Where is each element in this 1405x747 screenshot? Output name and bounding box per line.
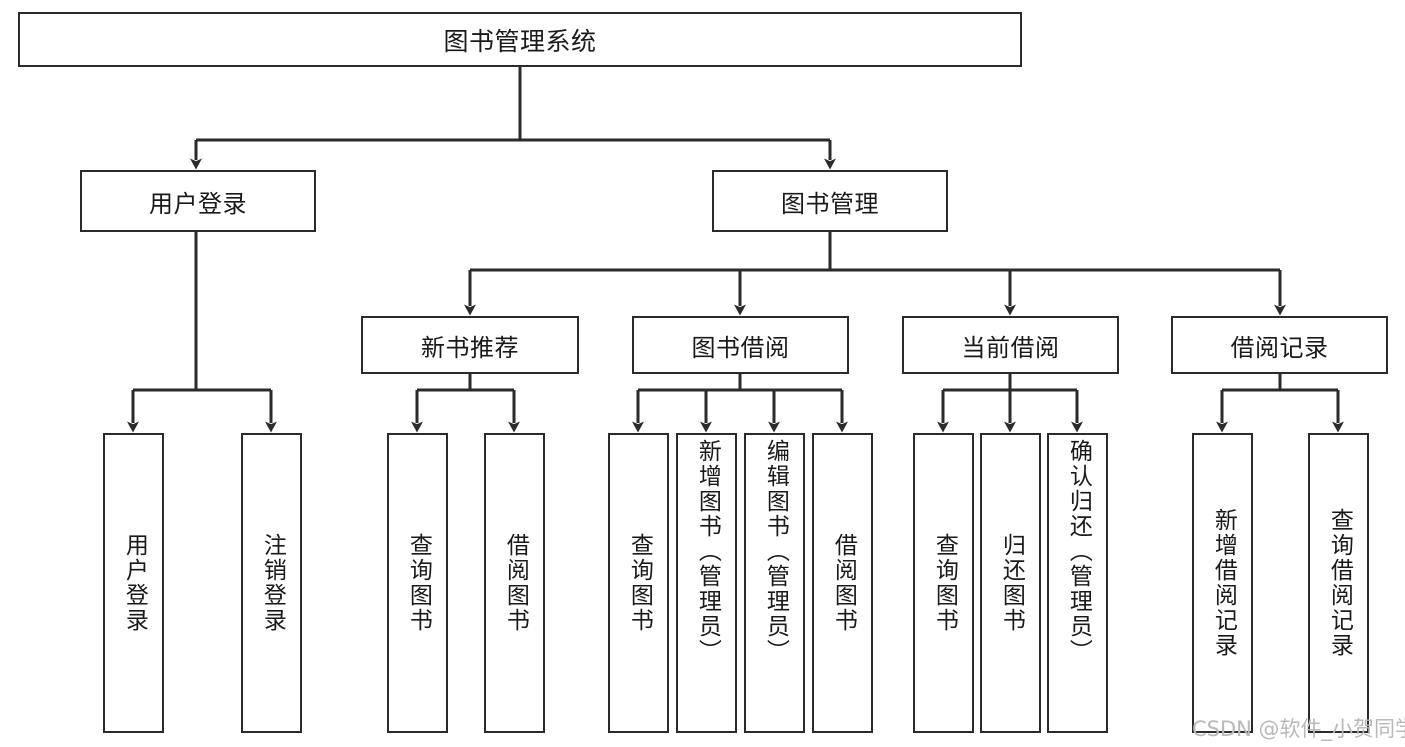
node-label: 查询图书 [405, 533, 432, 633]
node-label: 新书推荐 [421, 333, 519, 362]
node-label: 新增借阅记录 [1210, 508, 1237, 658]
node-label: 编辑图书（管理员） [762, 439, 789, 664]
node-label: 查询图书 [931, 533, 958, 633]
node-leaf-query-book-borrow[interactable]: 查询图书 [608, 433, 669, 733]
node-label: 当前借阅 [961, 333, 1060, 362]
node-leaf-edit-book-admin[interactable]: 编辑图书（管理员） [744, 433, 805, 733]
node-book-management-system[interactable]: 图书管理系统 [18, 12, 1022, 67]
node-label: 归还图书 [998, 533, 1025, 633]
node-leaf-return-book[interactable]: 归还图书 [980, 433, 1041, 733]
node-label: 新增图书（管理员） [694, 439, 721, 664]
node-leaf-query-borrow-record[interactable]: 查询借阅记录 [1308, 433, 1369, 733]
node-label: 查询图书 [626, 533, 653, 633]
node-leaf-borrow-book[interactable]: 借阅图书 [812, 433, 873, 733]
node-label: 用户登录 [121, 533, 148, 633]
node-label: 借阅图书 [502, 533, 529, 633]
node-label: 图书管理系统 [443, 26, 597, 56]
node-leaf-logout[interactable]: 注销登录 [241, 433, 302, 733]
node-borrow-record[interactable]: 借阅记录 [1171, 316, 1388, 374]
node-leaf-user-login[interactable]: 用户登录 [103, 433, 164, 733]
node-label: 确认归还（管理员） [1065, 439, 1092, 664]
node-label: 图书借阅 [691, 333, 790, 362]
node-label: 借阅图书 [830, 533, 857, 633]
node-user-login[interactable]: 用户登录 [80, 170, 316, 232]
node-label: 图书管理 [781, 189, 879, 218]
node-leaf-borrow-book-recommend[interactable]: 借阅图书 [484, 433, 545, 733]
node-label: 查询借阅记录 [1326, 508, 1353, 658]
csdn-watermark: CSDN @软件_小贺同学 [1192, 717, 1405, 741]
node-leaf-add-borrow-record[interactable]: 新增借阅记录 [1192, 433, 1253, 733]
node-leaf-confirm-return-admin[interactable]: 确认归还（管理员） [1047, 433, 1108, 733]
node-label: 借阅记录 [1230, 333, 1329, 362]
node-new-book-recommend[interactable]: 新书推荐 [361, 316, 579, 374]
node-book-management[interactable]: 图书管理 [712, 170, 948, 232]
node-leaf-query-book-recommend[interactable]: 查询图书 [387, 433, 448, 733]
node-leaf-query-book-current[interactable]: 查询图书 [913, 433, 974, 733]
node-label: 用户登录 [149, 189, 247, 218]
node-leaf-add-book-admin[interactable]: 新增图书（管理员） [676, 433, 737, 733]
node-book-borrow[interactable]: 图书借阅 [632, 316, 849, 374]
node-current-borrow[interactable]: 当前借阅 [902, 316, 1119, 374]
node-label: 注销登录 [259, 533, 286, 633]
